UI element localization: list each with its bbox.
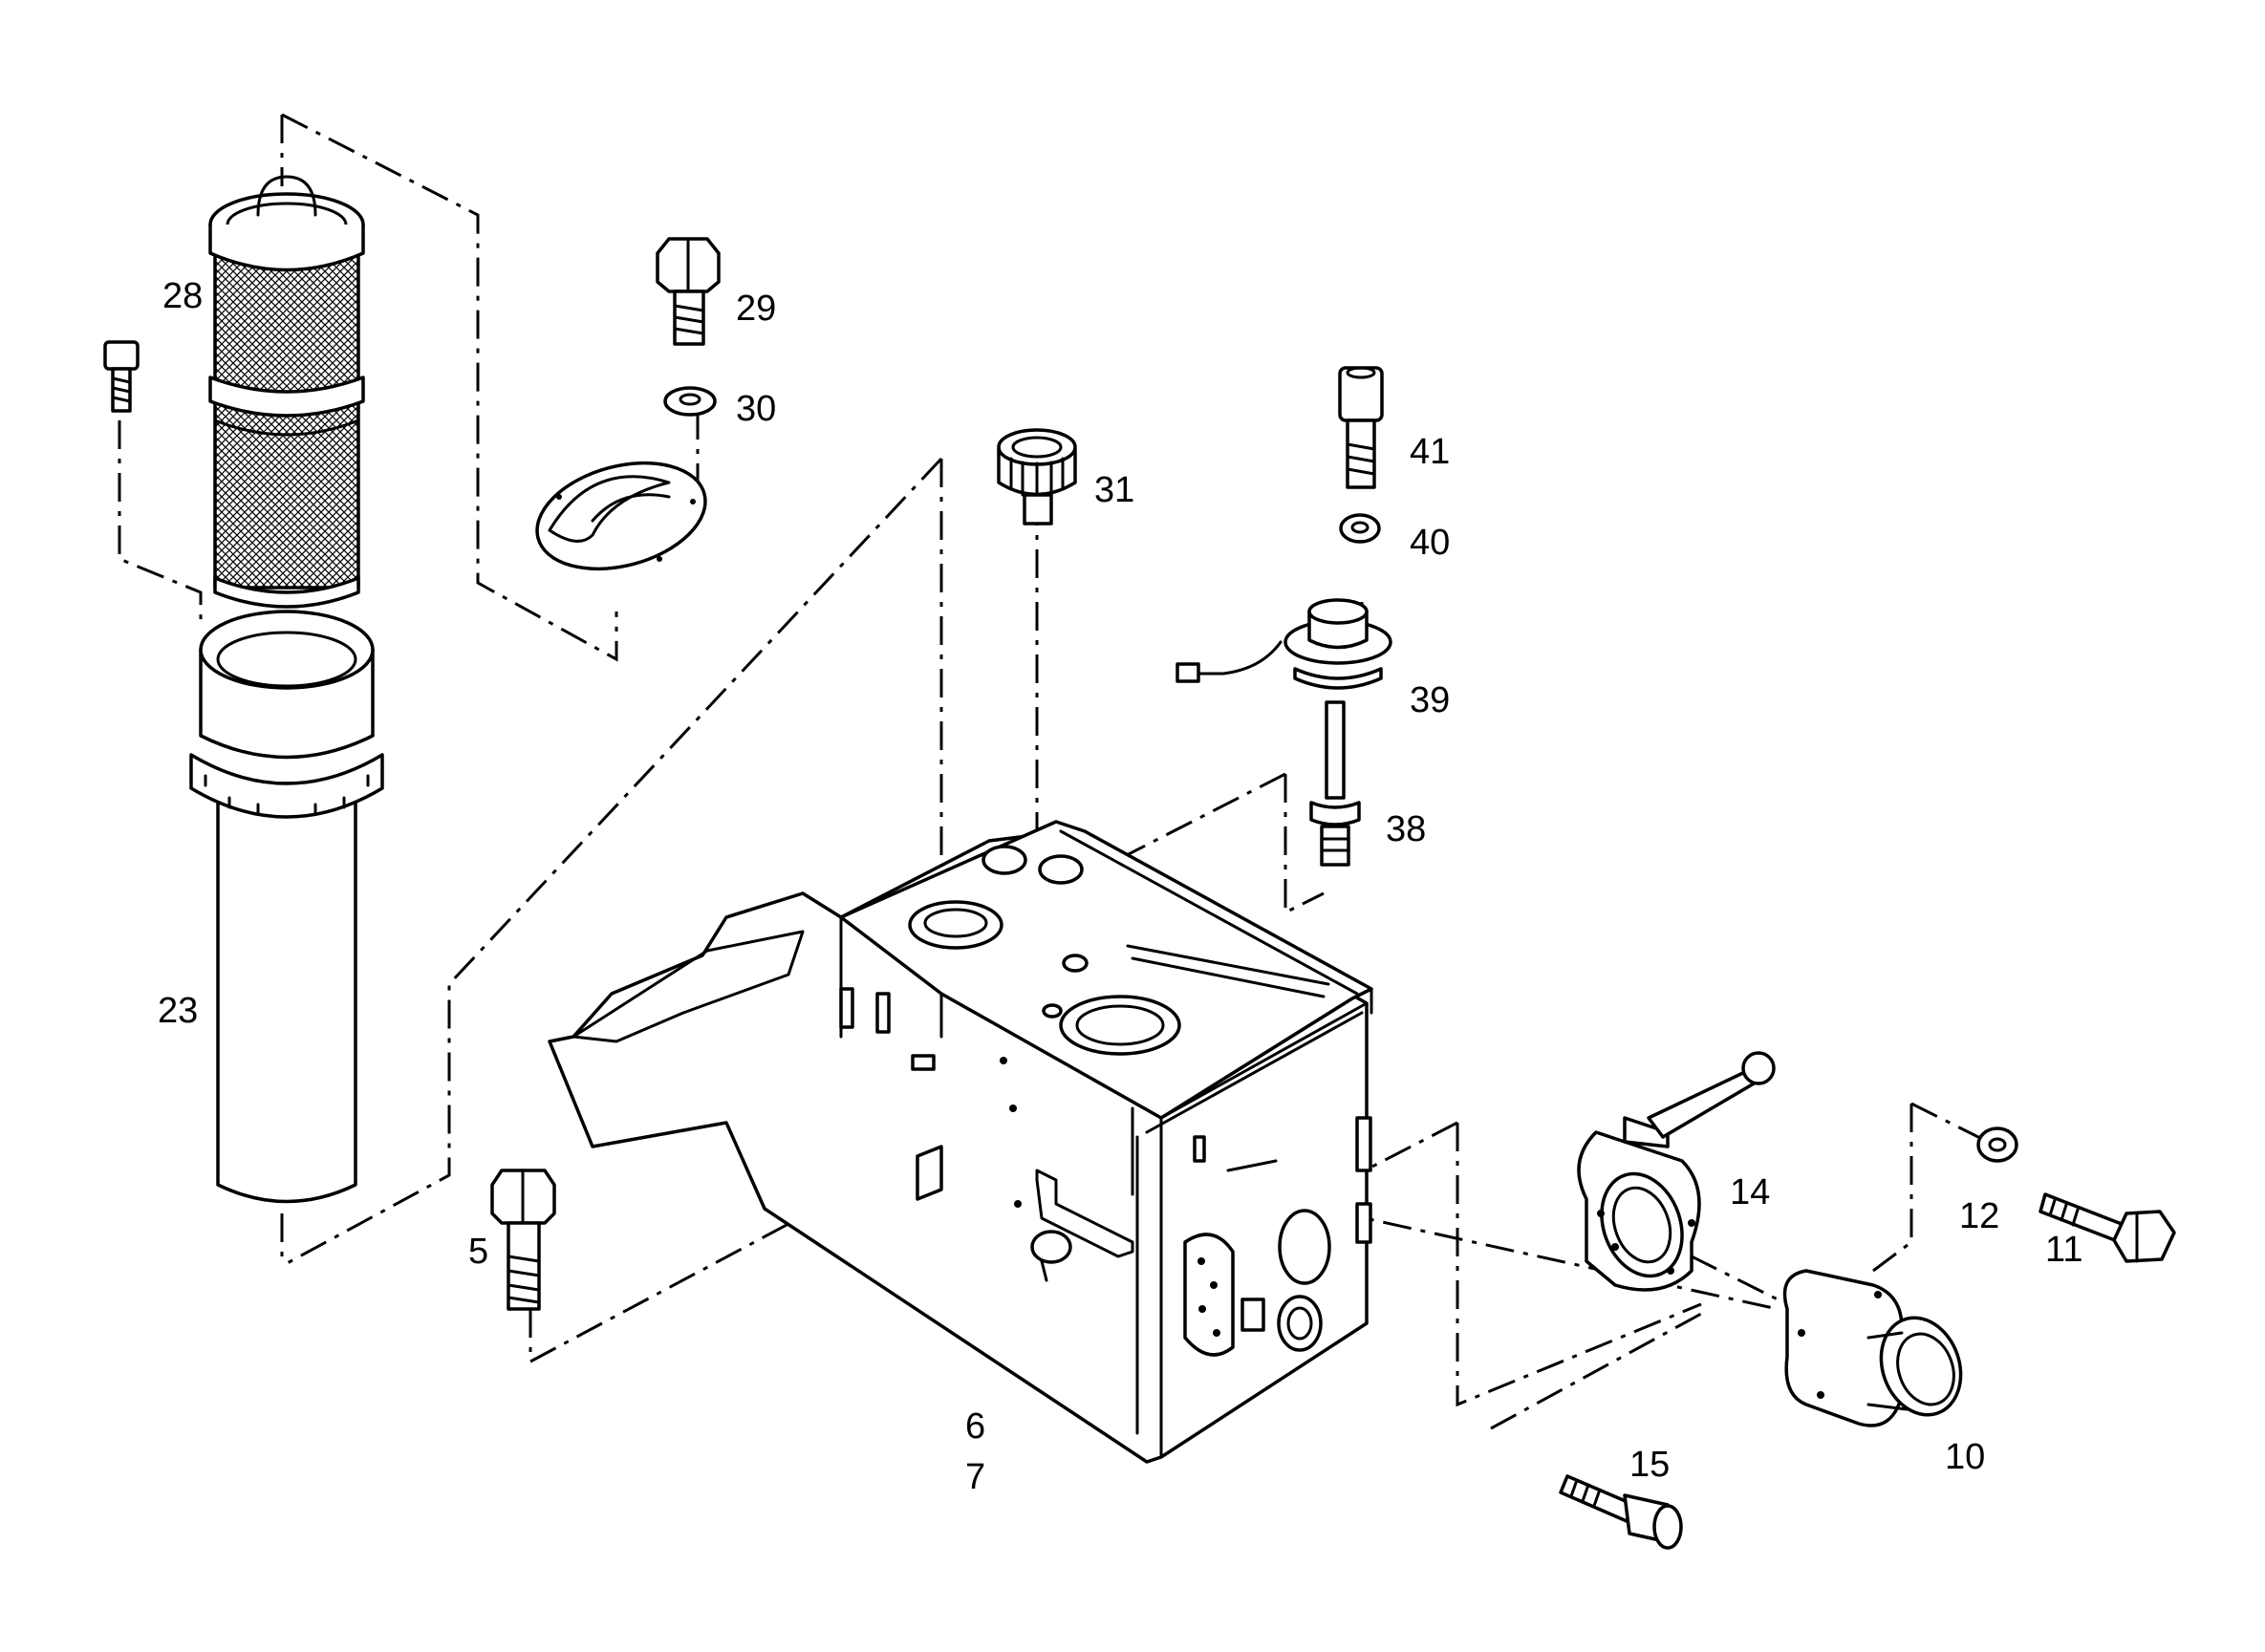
callout-41: 41 — [1410, 432, 1450, 472]
callout-labels: 28 29 30 31 41 40 39 38 23 5 6 7 14 12 1… — [158, 276, 2082, 1497]
filler-tube — [189, 610, 384, 1204]
callout-38: 38 — [1386, 809, 1426, 849]
callout-40: 40 — [1410, 523, 1450, 563]
callout-5: 5 — [468, 1232, 488, 1272]
housing-6-7 — [548, 820, 1373, 1464]
cover-plate — [535, 461, 707, 571]
bolt-11 — [2038, 1192, 2176, 1263]
screw-small — [103, 340, 140, 413]
callout-12: 12 — [1959, 1196, 1999, 1236]
callout-7: 7 — [965, 1457, 985, 1497]
callout-23: 23 — [158, 991, 198, 1031]
output-hub-10 — [1782, 1269, 1963, 1427]
callout-30: 30 — [736, 389, 776, 429]
callout-11: 11 — [2045, 1230, 2082, 1270]
sensor-probe-38 — [1309, 700, 1361, 867]
screw-41 — [1338, 366, 1384, 489]
washer-40 — [1339, 513, 1381, 544]
knurled-plug-31 — [997, 428, 1077, 526]
washer-12 — [1976, 1126, 2018, 1163]
cap-screw-15 — [1559, 1474, 1683, 1550]
callout-39: 39 — [1410, 680, 1450, 720]
callout-29: 29 — [736, 289, 776, 329]
callout-10: 10 — [1945, 1437, 1985, 1477]
callout-6: 6 — [965, 1406, 985, 1447]
bolt-5 — [490, 1169, 556, 1311]
washer-30 — [663, 386, 717, 417]
callout-15: 15 — [1629, 1445, 1670, 1485]
level-sensor-39 — [1176, 598, 1392, 690]
callout-28: 28 — [162, 276, 203, 316]
callout-14: 14 — [1730, 1172, 1770, 1212]
filter-element — [208, 175, 365, 609]
bolt-29 — [656, 237, 721, 346]
lever-flange-14 — [1577, 1051, 1776, 1292]
callout-31: 31 — [1094, 470, 1134, 510]
